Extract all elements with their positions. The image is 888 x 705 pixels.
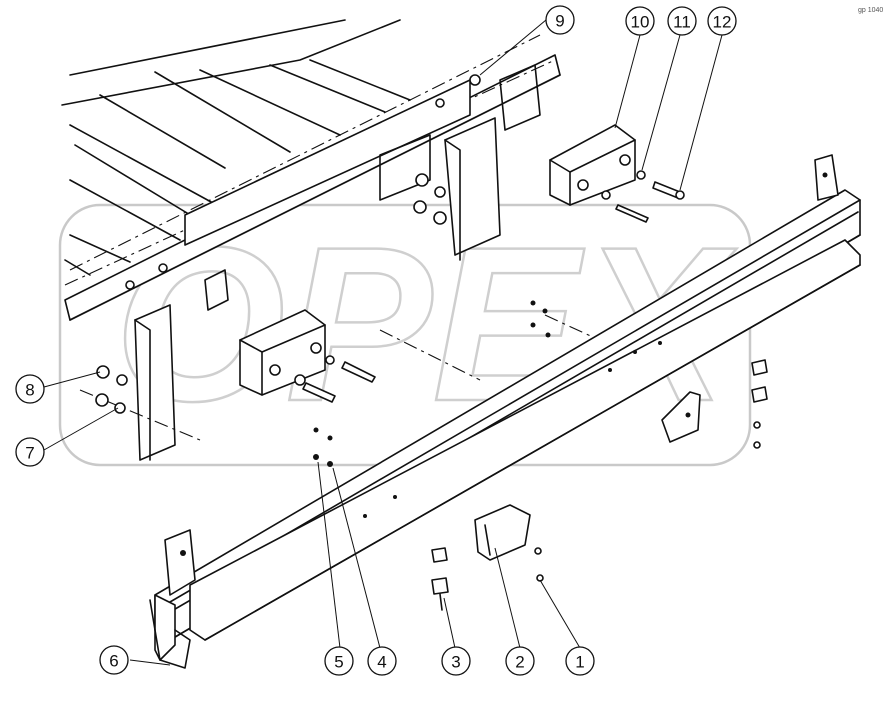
callout-9: 9	[545, 5, 575, 35]
callout-label: 8	[25, 381, 34, 400]
callout-3: 3	[441, 646, 471, 676]
loose-fasteners	[313, 300, 768, 611]
callout-5: 5	[324, 646, 354, 676]
callout-11: 11	[667, 6, 697, 36]
callout-label: 5	[334, 653, 343, 672]
callout-8: 8	[15, 374, 45, 404]
callout-12: 12	[707, 6, 737, 36]
callout-label: 6	[109, 652, 118, 671]
callout-label: 11	[673, 13, 691, 32]
callout-label: 1	[575, 653, 584, 672]
buffer-block-left	[239, 309, 376, 403]
leader-lines	[43, 19, 723, 666]
platform-frame	[61, 19, 611, 461]
bumper-beam	[149, 154, 861, 669]
callout-1: 1	[565, 646, 595, 676]
callout-label: 12	[713, 13, 732, 32]
bracket-plates	[474, 391, 701, 561]
callout-label: 9	[555, 12, 564, 31]
callout-label: 10	[631, 13, 650, 32]
callout-4: 4	[367, 646, 397, 676]
corner-mark: gp 1040	[858, 7, 883, 14]
callout-7: 7	[15, 437, 45, 467]
frame-fasteners	[95, 74, 481, 414]
buffer-block-right	[549, 124, 685, 223]
callout-label: 7	[25, 444, 34, 463]
callout-2: 2	[505, 646, 535, 676]
callout-10: 10	[625, 6, 655, 36]
callout-label: 3	[451, 653, 460, 672]
callout-label: 2	[515, 653, 524, 672]
callout-label: 4	[377, 653, 386, 672]
callout-6: 6	[99, 645, 129, 675]
